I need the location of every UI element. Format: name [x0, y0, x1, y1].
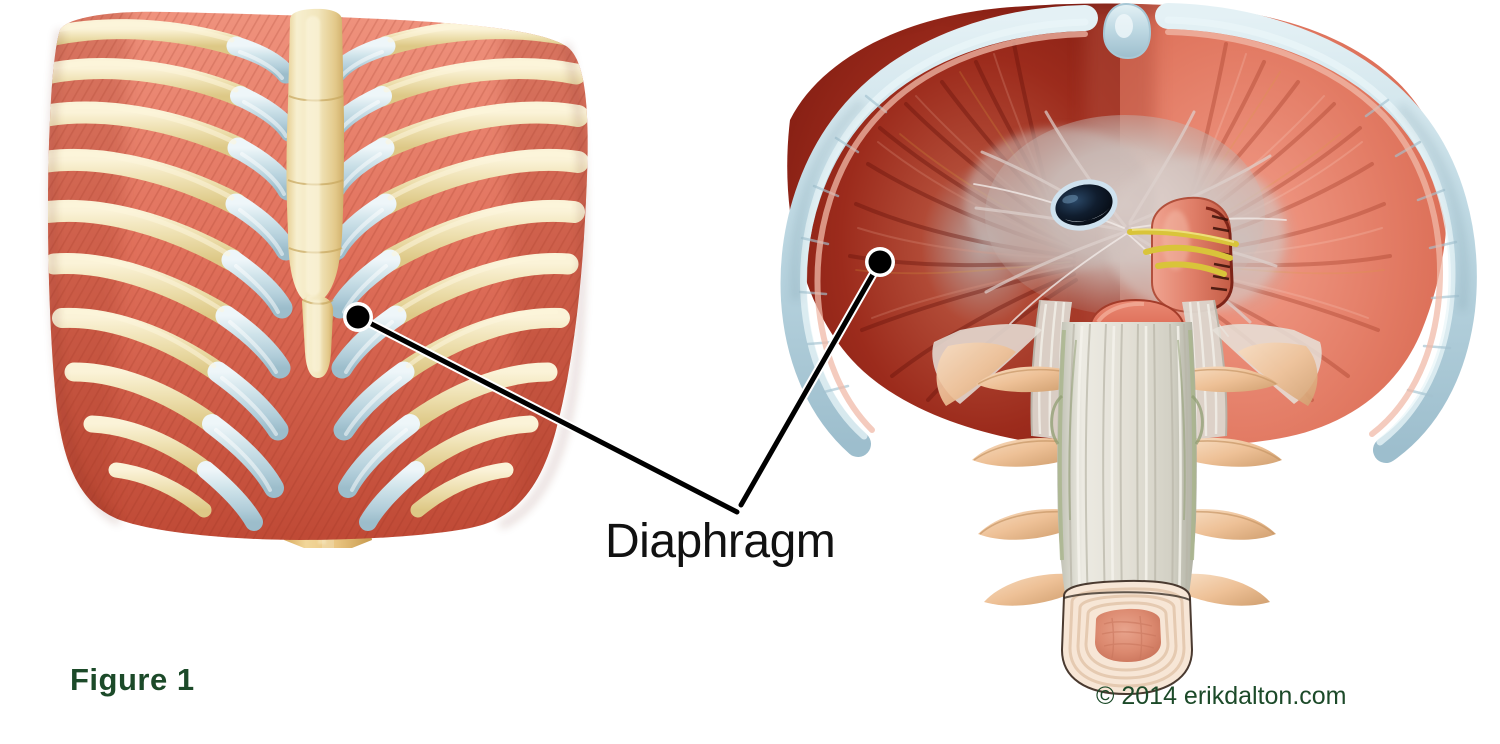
transverse-processes: [972, 366, 1282, 606]
diaphragm-body-superior: [787, 3, 1447, 450]
leader-dot-right: [868, 250, 892, 274]
vertebral-body-cross-section: [1060, 579, 1194, 696]
illustration-superior-diaphragm: [780, 2, 1477, 696]
illustration-anterior-ribcage: [48, 8, 588, 548]
figure-caption: Figure 1: [70, 662, 195, 697]
leader-line-left: [343, 302, 742, 517]
vertebral-column-superior: [972, 322, 1282, 612]
diaphragm-label: Diaphragm: [605, 515, 836, 568]
ribs-right-side: [322, 19, 588, 531]
copyright-notice: © 2014 erikdalton.com: [1096, 682, 1347, 710]
diaphragm-edge-shadow: [791, 99, 1468, 311]
ribcage-edge-shadow: [48, 29, 587, 530]
sternum: [286, 8, 344, 378]
caval-opening: [1050, 179, 1118, 231]
leader-dot-left: [346, 305, 370, 329]
central-tendon: [965, 110, 1287, 337]
ribs-left-side: [48, 19, 300, 531]
leader-line-right: [736, 247, 895, 510]
